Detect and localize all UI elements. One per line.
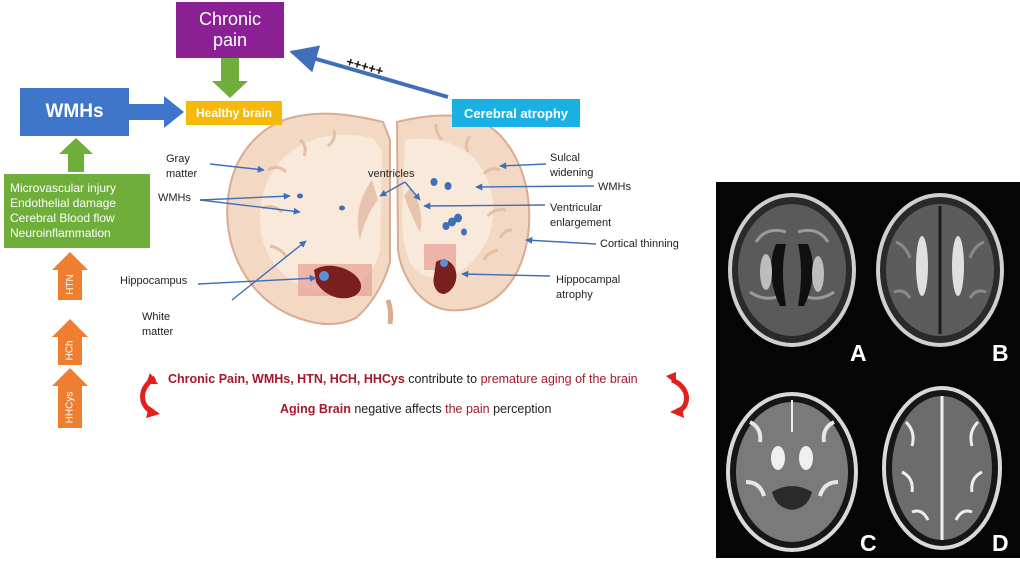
annotation-lines [197, 162, 597, 301]
mechanism-microvascular: Microvascular injury [10, 181, 117, 195]
arrow-chronic-to-healthy [212, 58, 248, 98]
label-ventricles: ventricles [368, 168, 415, 180]
wmh-dots [297, 178, 467, 236]
mechanism-blood-flow: Cerebral Blood flow [10, 211, 115, 225]
sentence-contribute: Chronic Pain, WMHs, HTN, HCH, HHCys cont… [168, 372, 638, 386]
right-ventricle [404, 188, 422, 232]
sentence2-end: the pain [445, 402, 490, 416]
wmhs-box: WMHs [20, 88, 129, 136]
mechanism-endothelial: Endothelial damage [10, 196, 117, 210]
healthy-brain-box: Healthy brain [186, 101, 282, 125]
label-wmhs-left: WMHs [158, 192, 191, 204]
sentence-aging: Aging Brain negative affects the pain pe… [280, 402, 551, 416]
sentence2-middle: negative affects [350, 402, 446, 416]
label-hippocampus: Hippocampus [120, 275, 188, 287]
red-curved-arrow-right [670, 377, 689, 415]
hippocampus-right [433, 259, 457, 294]
chronic-pain-box: Chronic pain [176, 2, 284, 58]
arrow-mechanisms-to-wmhs [59, 138, 93, 172]
mri-scan-b [876, 193, 1004, 347]
mri-scan-a [728, 193, 856, 347]
left-ventricle [357, 180, 378, 240]
mri-label-c: C [860, 530, 877, 556]
risk-factor-htn: HTN [58, 268, 82, 300]
sentence1-middle: contribute to [404, 372, 481, 386]
sentence2-emphasis: Aging Brain [280, 402, 351, 416]
mri-scan-c [726, 392, 858, 552]
brain-illustration [226, 112, 531, 325]
arrow-atrophy-to-chronic [289, 45, 449, 99]
label-wmhs-right: WMHs [598, 181, 631, 193]
chronic-pain-line2: pain [212, 30, 248, 50]
mri-label-b: B [992, 340, 1009, 366]
arrow-wmhs-to-healthy [129, 96, 184, 128]
mri-scan-d [882, 386, 1002, 550]
sentence1-end: premature aging of the brain [480, 372, 638, 386]
chronic-pain-line1: Chronic [198, 9, 262, 29]
cerebral-atrophy-box: Cerebral atrophy [452, 99, 580, 127]
risk-factor-hch: HCh [58, 335, 82, 365]
mechanism-neuroinflammation: Neuroinflammation [10, 226, 111, 240]
mechanisms-box: Microvascular injury Endothelial damage … [4, 174, 150, 248]
right-white-matter [402, 138, 494, 279]
risk-factor-hhcys: HHCys [58, 386, 82, 428]
mri-scans [726, 193, 1004, 552]
mri-label-a: A [850, 340, 867, 366]
sentence2-tail: perception [489, 402, 552, 416]
sentence1-emphasis: Chronic Pain, WMHs, HTN, HCH, HHCys [168, 372, 405, 386]
label-cortical-thinning: Cortical thinning [600, 238, 679, 250]
mri-label-d: D [992, 530, 1009, 556]
mri-panel: A B C D [716, 182, 1020, 558]
